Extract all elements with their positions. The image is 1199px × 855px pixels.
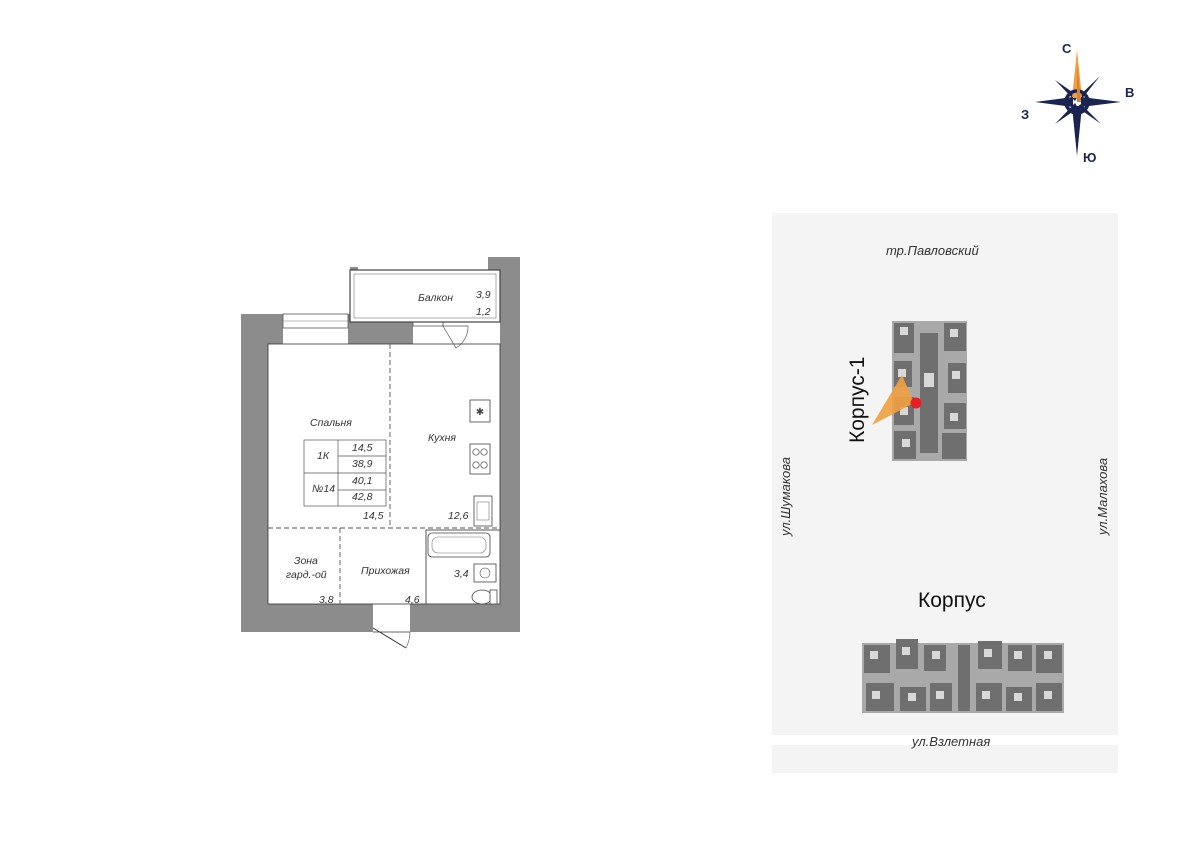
table-value: 40,1 <box>352 475 373 487</box>
building-1-icon <box>872 321 967 461</box>
balcony-area-1: 3,9 <box>476 289 491 301</box>
apartment-type: 1К <box>317 450 330 462</box>
compass-rose-icon <box>1035 50 1121 156</box>
street-bottom-band <box>772 735 1118 745</box>
table-value: 42,8 <box>352 491 373 503</box>
bedroom-label: Спальня <box>310 417 352 429</box>
kitchen-area: 12,6 <box>448 510 469 522</box>
svg-text:✱: ✱ <box>476 407 484 418</box>
compass-east: В <box>1125 85 1135 100</box>
compass-south: Ю <box>1083 150 1097 165</box>
street-right-label: ул.Малахова <box>1095 457 1111 536</box>
street-top-label: тр.Павловский <box>886 243 979 258</box>
street-bottom-label: ул.Взлетная <box>912 734 991 749</box>
kitchen-label: Кухня <box>428 432 456 444</box>
balcony-area-2: 1,2 <box>476 306 491 318</box>
building-2-icon <box>862 639 1064 713</box>
site-plan: тр.Павловский ул.Шумакова ул.Малахова ул… <box>772 213 1118 773</box>
building-1-label: Корпус-1 <box>846 356 869 443</box>
street-left-label: ул.Шумакова <box>778 456 794 537</box>
wardrobe-area: 3,8 <box>319 594 334 606</box>
bedroom-area: 14,5 <box>363 510 384 522</box>
table-value: 38,9 <box>352 458 373 470</box>
balcony-label: Балкон <box>418 292 454 304</box>
compass-west: З <box>1021 107 1030 122</box>
floor-plan: ✱ Балкон 3,9 1,2 Спальня 14,5 Кухня 12,6… <box>238 252 528 652</box>
wardrobe-label-2: гард.-ой <box>286 569 327 581</box>
hallway-area: 4,6 <box>405 594 420 606</box>
compass-north: С <box>1062 41 1072 56</box>
bathroom-area: 3,4 <box>454 568 469 580</box>
table-value: 14,5 <box>352 442 373 454</box>
wardrobe-label-1: Зона <box>294 555 318 567</box>
floor-plan-drawing: ✱ <box>241 257 520 649</box>
apartment-number: №14 <box>312 483 336 495</box>
building-2-label: Корпус <box>918 589 986 612</box>
hallway-label: Прихожая <box>361 565 410 577</box>
compass: С В Ю З <box>1015 38 1145 168</box>
